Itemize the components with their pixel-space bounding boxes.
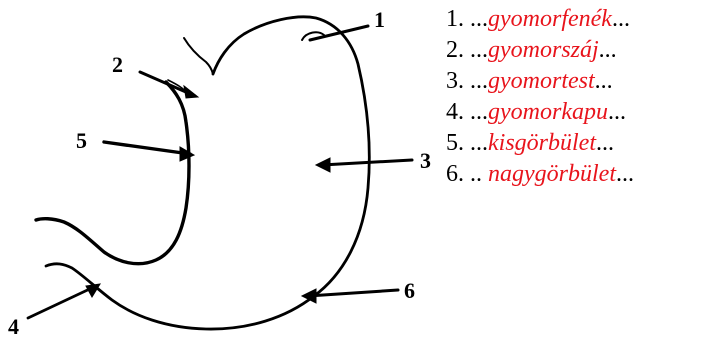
legend-prefix: ... [470, 6, 488, 32]
legend-item: 4. ...gyomorkapu... [446, 97, 634, 128]
legend-number: 6. [446, 161, 464, 187]
marker-2: 2 [112, 52, 123, 77]
marker-6: 6 [404, 278, 415, 303]
legend-term: nagygörbület [488, 161, 616, 187]
arrow-1 [308, 24, 370, 42]
arrow-2-head [183, 84, 200, 99]
legend-prefix: .. [470, 161, 488, 187]
esophagus-left-wall [183, 37, 214, 75]
marker-5: 5 [76, 128, 87, 153]
arrow-3 [320, 158, 414, 167]
legend-suffix: ... [596, 130, 614, 156]
legend-term: gyomorfenék [488, 6, 612, 32]
arrow-5 [102, 140, 192, 156]
lesser-curvature-outline [34, 80, 191, 266]
legend-suffix: ... [607, 99, 626, 125]
legend-term: gyomorszáj [488, 37, 599, 63]
legend-suffix: ... [615, 161, 634, 187]
greater-curvature-outline [44, 15, 371, 331]
arrow-6-head [300, 288, 317, 304]
legend-prefix: ... [470, 99, 488, 125]
legend-number: 3. [446, 68, 464, 94]
arrow-4-head [85, 283, 101, 298]
arrow-5-head [179, 146, 196, 162]
legend-term: kisgörbület [488, 130, 596, 156]
legend-prefix: ... [470, 68, 488, 94]
arrow-6 [306, 288, 400, 298]
legend-number: 2. [446, 37, 464, 63]
legend-number: 4. [446, 99, 464, 125]
arrow-4 [26, 284, 98, 320]
legend-list: 1. ...gyomorfenék... 2. ...gyomorszáj...… [446, 4, 634, 190]
legend-prefix: ... [470, 37, 488, 63]
legend-prefix: ... [470, 130, 488, 156]
marker-1: 1 [374, 7, 385, 32]
legend-item: 6. .. nagygörbület... [446, 159, 634, 190]
marker-3: 3 [420, 148, 431, 173]
legend-term: gyomorkapu [488, 99, 608, 125]
legend-suffix: ... [598, 37, 617, 63]
marker-4: 4 [8, 314, 19, 339]
stomach-diagram: 1 2 5 3 4 6 [8, 7, 431, 339]
legend-item: 5. ...kisgörbület... [446, 128, 634, 159]
legend-number: 1. [446, 6, 464, 32]
legend-item: 3. ...gyomortest... [446, 66, 634, 97]
legend-number: 5. [446, 130, 464, 156]
legend-item: 2. ...gyomorszáj... [446, 35, 634, 66]
legend-item: 1. ...gyomorfenék... [446, 4, 634, 35]
fundus-loop [301, 31, 325, 41]
arrow-3-head [314, 157, 331, 173]
legend-suffix: ... [594, 68, 613, 94]
legend-term: gyomortest [488, 68, 595, 94]
legend-suffix: ... [611, 6, 630, 32]
